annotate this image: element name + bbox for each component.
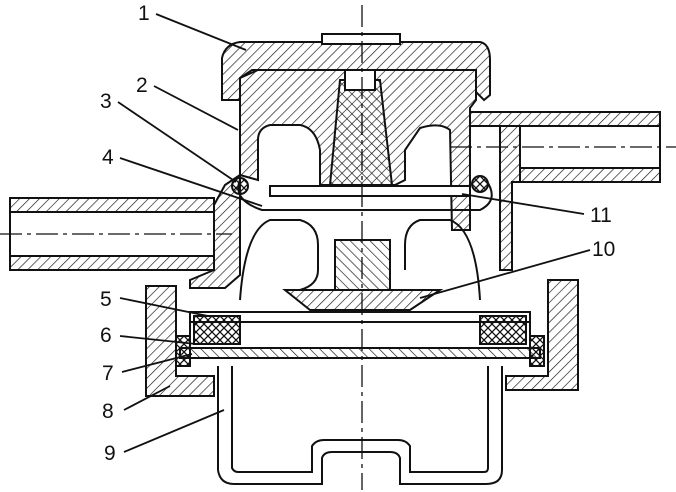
left-clamp — [145, 285, 215, 397]
leader-1 — [155, 13, 247, 51]
retainer-ring — [179, 347, 541, 359]
leader-3 — [117, 101, 237, 183]
leader-6 — [119, 335, 197, 345]
right-clamp — [505, 279, 579, 391]
callout-8: 8 — [102, 400, 114, 423]
right-side-wall — [499, 125, 521, 271]
stem-head — [344, 69, 376, 91]
leader-5 — [119, 297, 209, 317]
right-pipe-bottom-wall — [519, 167, 661, 183]
seal-cross-left — [193, 315, 241, 345]
o-ring-right — [471, 175, 489, 193]
seal-cross-right — [479, 315, 527, 345]
leader-7 — [121, 353, 193, 373]
left-clip — [175, 335, 191, 367]
callout-11: 11 — [590, 204, 612, 227]
callout-2: 2 — [136, 74, 148, 97]
right-clip — [529, 335, 545, 367]
leader-8 — [123, 385, 171, 411]
leader-9 — [123, 409, 225, 453]
central-stem — [328, 79, 394, 186]
diaphragm-plate — [269, 185, 471, 197]
callout-4: 4 — [102, 146, 114, 169]
callout-6: 6 — [100, 324, 112, 347]
left-pipe-top-wall — [9, 197, 215, 213]
lower-housing-inner — [231, 366, 489, 473]
callout-7: 7 — [102, 362, 114, 385]
callout-3: 3 — [100, 90, 112, 113]
left-inner-chamber — [239, 219, 319, 301]
cap-boss — [321, 33, 401, 45]
right-inner-chamber — [404, 219, 481, 301]
leader-11 — [461, 193, 585, 215]
callout-10: 10 — [592, 238, 615, 261]
callout-1: 1 — [138, 2, 150, 25]
leader-2 — [153, 85, 239, 131]
lower-housing — [217, 366, 503, 485]
right-pipe-top-wall — [469, 111, 661, 127]
left-pipe-bottom-wall — [9, 255, 215, 271]
leader-4 — [119, 157, 263, 207]
callout-5: 5 — [100, 288, 112, 311]
leader-10 — [419, 249, 591, 299]
callout-9: 9 — [104, 442, 116, 465]
